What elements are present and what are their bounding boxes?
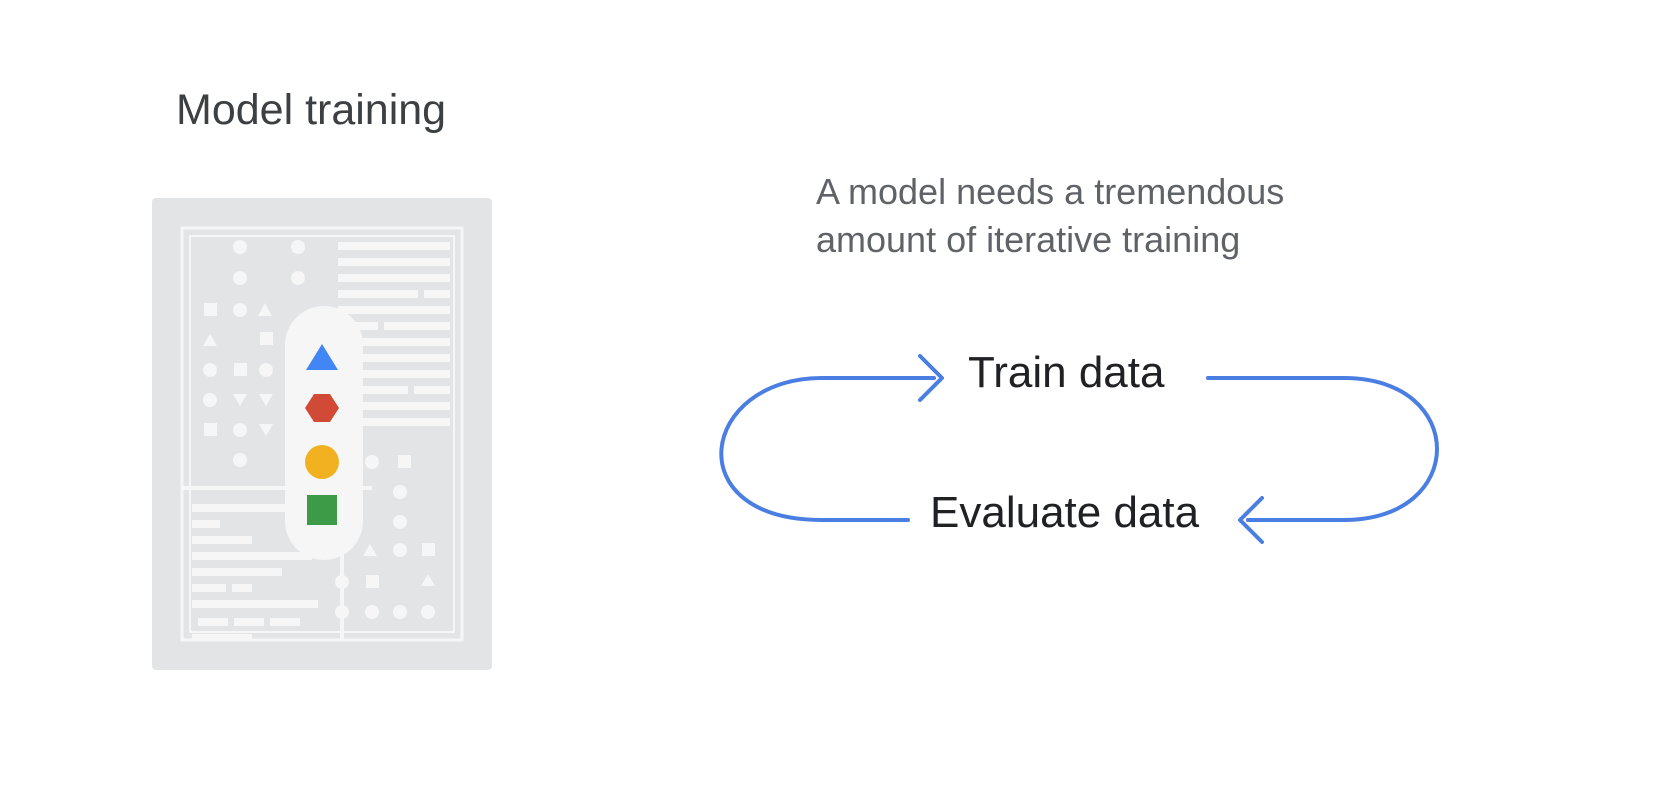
left-arrow-icon (1238, 496, 1264, 544)
evaluate-data-label: Evaluate data (930, 488, 1200, 537)
description-line-2: amount of iterative training (816, 219, 1241, 260)
train-data-label: Train data (968, 348, 1165, 397)
red-hexagon-icon (305, 394, 339, 422)
document-panel-icon (152, 198, 492, 670)
right-arrow-icon (918, 354, 944, 402)
description-text: A model needs a tremendous amount of ite… (816, 168, 1284, 264)
loop-right-path (1206, 376, 1439, 522)
loop-left-path (719, 376, 936, 522)
yellow-circle-icon (305, 445, 339, 479)
slide-title: Model training (176, 86, 447, 134)
blue-triangle-icon (306, 344, 338, 370)
description-line-1: A model needs a tremendous (816, 171, 1285, 212)
green-square-icon (307, 495, 337, 525)
